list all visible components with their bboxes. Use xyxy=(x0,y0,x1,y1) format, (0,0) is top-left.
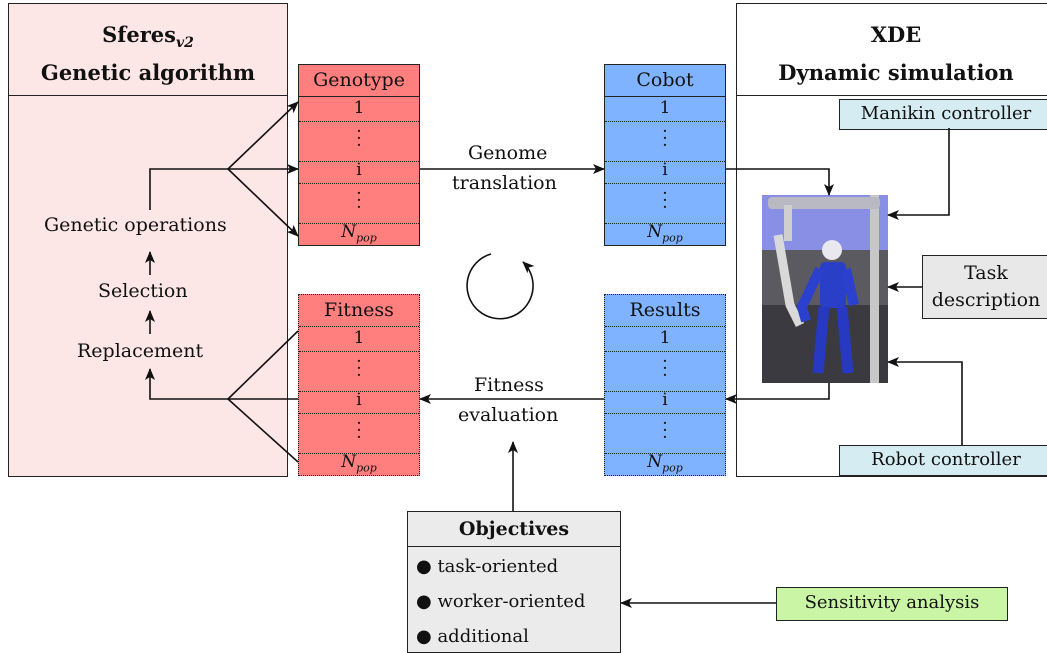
cobot-header: Cobot xyxy=(605,65,725,97)
fitness-fan-line xyxy=(227,330,299,400)
results-column: Results 1 ... i ... Npop xyxy=(604,294,726,476)
sensitivity-analysis-box: Sensitivity analysis xyxy=(776,587,1008,621)
fitness-cell-dots: ... xyxy=(299,411,419,454)
fitness-evaluation-label-2: evaluation xyxy=(458,404,559,426)
results-cell-i: i xyxy=(605,388,725,414)
results-cell-1: 1 xyxy=(605,326,725,352)
objective-item: ● additional xyxy=(416,626,529,647)
fitness-cell-1: 1 xyxy=(299,326,419,352)
fitness-cell-dots: ... xyxy=(299,349,419,392)
results-header: Results xyxy=(605,295,725,327)
robot-controller-arrow xyxy=(887,357,963,445)
fitness-cell-npop: Npop xyxy=(341,452,377,475)
results-cell-npop: Npop xyxy=(647,452,683,475)
genotype-cell-1: 1 xyxy=(299,96,419,122)
objectives-box: Objectives ● task-oriented ● worker-orie… xyxy=(407,511,621,653)
results-cell-dots: ... xyxy=(605,411,725,454)
sferes-title: Sferesv2 xyxy=(102,22,194,52)
cobot-cell-npop: Npop xyxy=(647,222,683,245)
sferes-panel: Sferesv2 Genetic algorithm xyxy=(8,3,288,477)
genotype-cell-dots: ... xyxy=(299,119,419,162)
fitness-header: Fitness xyxy=(299,295,419,327)
fitness-fan-line xyxy=(227,398,299,463)
cobot-to-simulation-arrow xyxy=(726,168,834,196)
fitness-column: Fitness 1 ... i ... Npop xyxy=(298,294,420,476)
cobot-cell-i: i xyxy=(605,158,725,184)
fitness-evaluation-label-1: Fitness xyxy=(474,374,544,396)
robot-controller-box: Robot controller xyxy=(839,445,1047,476)
xde-title: XDE xyxy=(870,22,922,47)
manikin-controller-arrow xyxy=(887,128,950,220)
simulation-image xyxy=(762,195,888,383)
genotype-fan-arrow xyxy=(227,101,299,170)
cobot-cell-dots: ... xyxy=(605,181,725,224)
results-cell-dots: ... xyxy=(605,349,725,392)
simulation-to-results-arrow xyxy=(725,383,830,404)
sferes-subtitle: Genetic algorithm xyxy=(40,60,256,85)
genotype-fan-arrow xyxy=(227,168,299,237)
manikin-controller-box: Manikin controller xyxy=(839,99,1047,130)
task-description-line-2: description xyxy=(931,289,1041,311)
cobot-cell-dots: ... xyxy=(605,119,725,162)
cobot-cell-1: 1 xyxy=(605,96,725,122)
genome-translation-label-2: translation xyxy=(452,172,557,194)
objective-item: ● worker-oriented xyxy=(416,591,586,612)
genome-translation-label-1: Genome xyxy=(468,142,548,164)
manikin-illustration xyxy=(762,195,888,383)
fitness-to-replacement-arrow xyxy=(145,368,228,400)
genotype-fan-arrow xyxy=(149,168,228,210)
fitness-cell-i: i xyxy=(299,388,419,414)
xde-title-divider xyxy=(736,95,1047,96)
objective-item: ● task-oriented xyxy=(416,556,559,577)
genotype-header: Genotype xyxy=(299,65,419,97)
step-replacement: Replacement xyxy=(77,340,204,362)
task-description-box: Task description xyxy=(922,255,1047,319)
step-selection: Selection xyxy=(98,280,188,302)
genotype-cell-dots: ... xyxy=(299,181,419,224)
cycle-icon xyxy=(466,253,535,320)
xde-subtitle: Dynamic simulation xyxy=(778,60,1014,85)
objectives-title: Objectives xyxy=(408,512,620,547)
step-genetic-operations: Genetic operations xyxy=(44,214,227,236)
genotype-column: Genotype 1 ... i ... Npop xyxy=(298,64,420,246)
cobot-column: Cobot 1 ... i ... Npop xyxy=(604,64,726,246)
sferes-title-divider xyxy=(8,95,288,96)
genotype-cell-npop: Npop xyxy=(341,222,377,245)
task-description-line-1: Task xyxy=(964,262,1008,284)
genotype-cell-i: i xyxy=(299,158,419,184)
